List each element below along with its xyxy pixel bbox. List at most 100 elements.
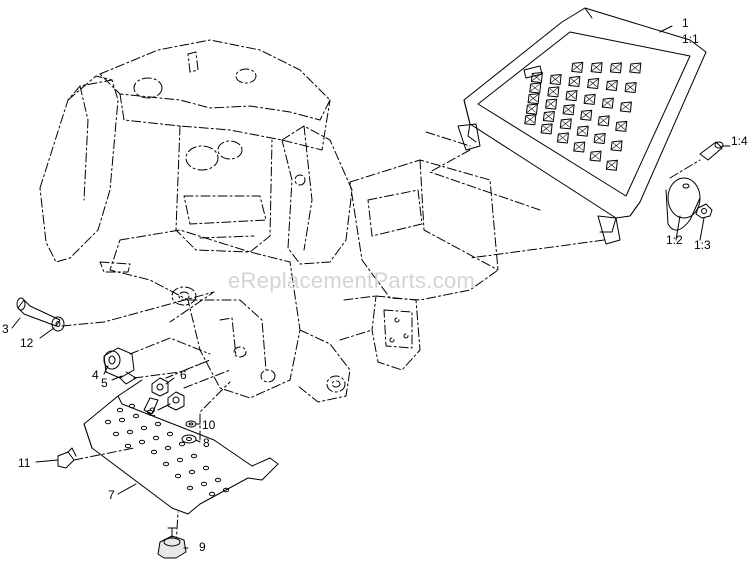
seat-slot-mark — [581, 110, 591, 119]
seat-slot-mark — [630, 63, 641, 72]
plate-hole — [166, 431, 174, 437]
plate-hole — [152, 435, 160, 441]
bumper-11 — [57, 447, 77, 469]
seat-slot-mark — [527, 104, 537, 113]
plate-hole — [188, 469, 196, 475]
callout-1-3: 1:3 — [694, 238, 711, 252]
seat-slot — [527, 93, 540, 105]
seat-slot — [525, 103, 538, 115]
plate-hole — [138, 439, 146, 445]
seat-slot-mark — [528, 94, 539, 102]
seat-slot-mark — [560, 119, 571, 128]
watermark: eReplacementParts.com — [228, 268, 476, 293]
plate-hole — [190, 453, 198, 459]
washer-12 — [51, 316, 65, 332]
seat-slot — [609, 62, 622, 74]
plate-hole — [124, 443, 132, 449]
seat-slot — [583, 93, 596, 105]
plate-hole — [178, 441, 186, 447]
seat-slot — [562, 104, 575, 116]
seat-slot-mark — [607, 160, 617, 169]
washer-8 — [181, 434, 197, 444]
callout-10: 10 — [202, 418, 216, 432]
callout-5: 5 — [101, 376, 108, 390]
spacer-1-2 — [665, 177, 701, 231]
seat-slot — [545, 98, 558, 110]
plate-hole — [112, 431, 120, 437]
seat-slot-mark — [577, 126, 588, 135]
seat-slot-mark — [563, 105, 574, 114]
mount-plate-holes — [104, 403, 230, 497]
seat-slot-mark — [607, 81, 617, 89]
plate-hole — [176, 457, 184, 463]
callout-11: 11 — [18, 456, 31, 470]
plate-hole — [186, 485, 194, 491]
nut-6 — [151, 377, 169, 397]
seat-slot — [529, 82, 542, 94]
seat-slot — [524, 114, 537, 126]
plate-hole — [126, 429, 134, 435]
leader-lines — [11, 25, 731, 549]
knob-9 — [157, 527, 187, 559]
seat-plate-slots — [523, 61, 642, 171]
seat-slot — [542, 111, 555, 122]
seat-slot — [530, 72, 543, 83]
seat-slot — [571, 61, 584, 73]
callout-12: 12 — [20, 336, 34, 350]
seat-slot-mark — [602, 98, 613, 107]
seat-slot-mark — [558, 133, 568, 142]
seat-slot — [587, 78, 600, 89]
seat-slot-mark — [550, 75, 561, 83]
plate-hole — [174, 473, 182, 479]
callout-8: 8 — [203, 436, 210, 450]
plate-hole — [164, 445, 172, 451]
seat-slot — [590, 62, 603, 74]
seat-slot — [601, 97, 614, 109]
callout-7: 7 — [108, 488, 115, 502]
seat-slot-mark — [584, 95, 595, 103]
seat-slot — [547, 86, 560, 98]
washer-10 — [185, 420, 197, 428]
seat-slot — [549, 74, 562, 85]
callout-3: 3 — [2, 322, 9, 336]
seat-slot-mark — [572, 63, 583, 71]
seat-slot-mark — [611, 141, 622, 150]
nut-2 — [167, 391, 185, 411]
seat-slot — [624, 82, 637, 93]
plate-hole — [208, 491, 216, 497]
seat-slot — [565, 90, 578, 102]
plate-hole — [200, 481, 208, 487]
seat-slot-mark — [591, 63, 602, 71]
seat-slot — [568, 76, 581, 87]
plate-hole — [162, 461, 170, 467]
seat-slot-mark — [621, 102, 631, 111]
seat-slot — [619, 101, 632, 113]
mount-plate-7 — [83, 379, 279, 515]
plate-hole — [118, 417, 126, 423]
callout-9: 9 — [199, 540, 206, 554]
seat-slot-mark — [611, 63, 621, 72]
seat-slot — [615, 120, 628, 132]
pin-1-4 — [699, 141, 724, 161]
seat-slot — [559, 118, 572, 130]
seat-slot — [576, 125, 589, 137]
seat-slot-mark — [544, 112, 554, 120]
plate-hole — [116, 407, 124, 413]
callout-1: 1 — [682, 16, 689, 30]
seat-slot — [573, 141, 586, 153]
seat-slot-mark — [548, 87, 559, 96]
seat-slot-mark — [566, 91, 577, 99]
callout-1-4: 1:4 — [731, 134, 748, 148]
callout-6: 6 — [180, 368, 187, 382]
seat-slot-mark — [616, 122, 627, 130]
nut-1-3 — [695, 203, 713, 219]
seat-slot-mark — [525, 115, 536, 124]
plate-hole — [146, 409, 154, 415]
seat-plate-assembly — [457, 7, 707, 245]
seat-slot — [589, 150, 602, 162]
plate-hole — [150, 449, 158, 455]
seat-slot-mark — [588, 79, 598, 87]
plate-hole — [154, 421, 162, 427]
